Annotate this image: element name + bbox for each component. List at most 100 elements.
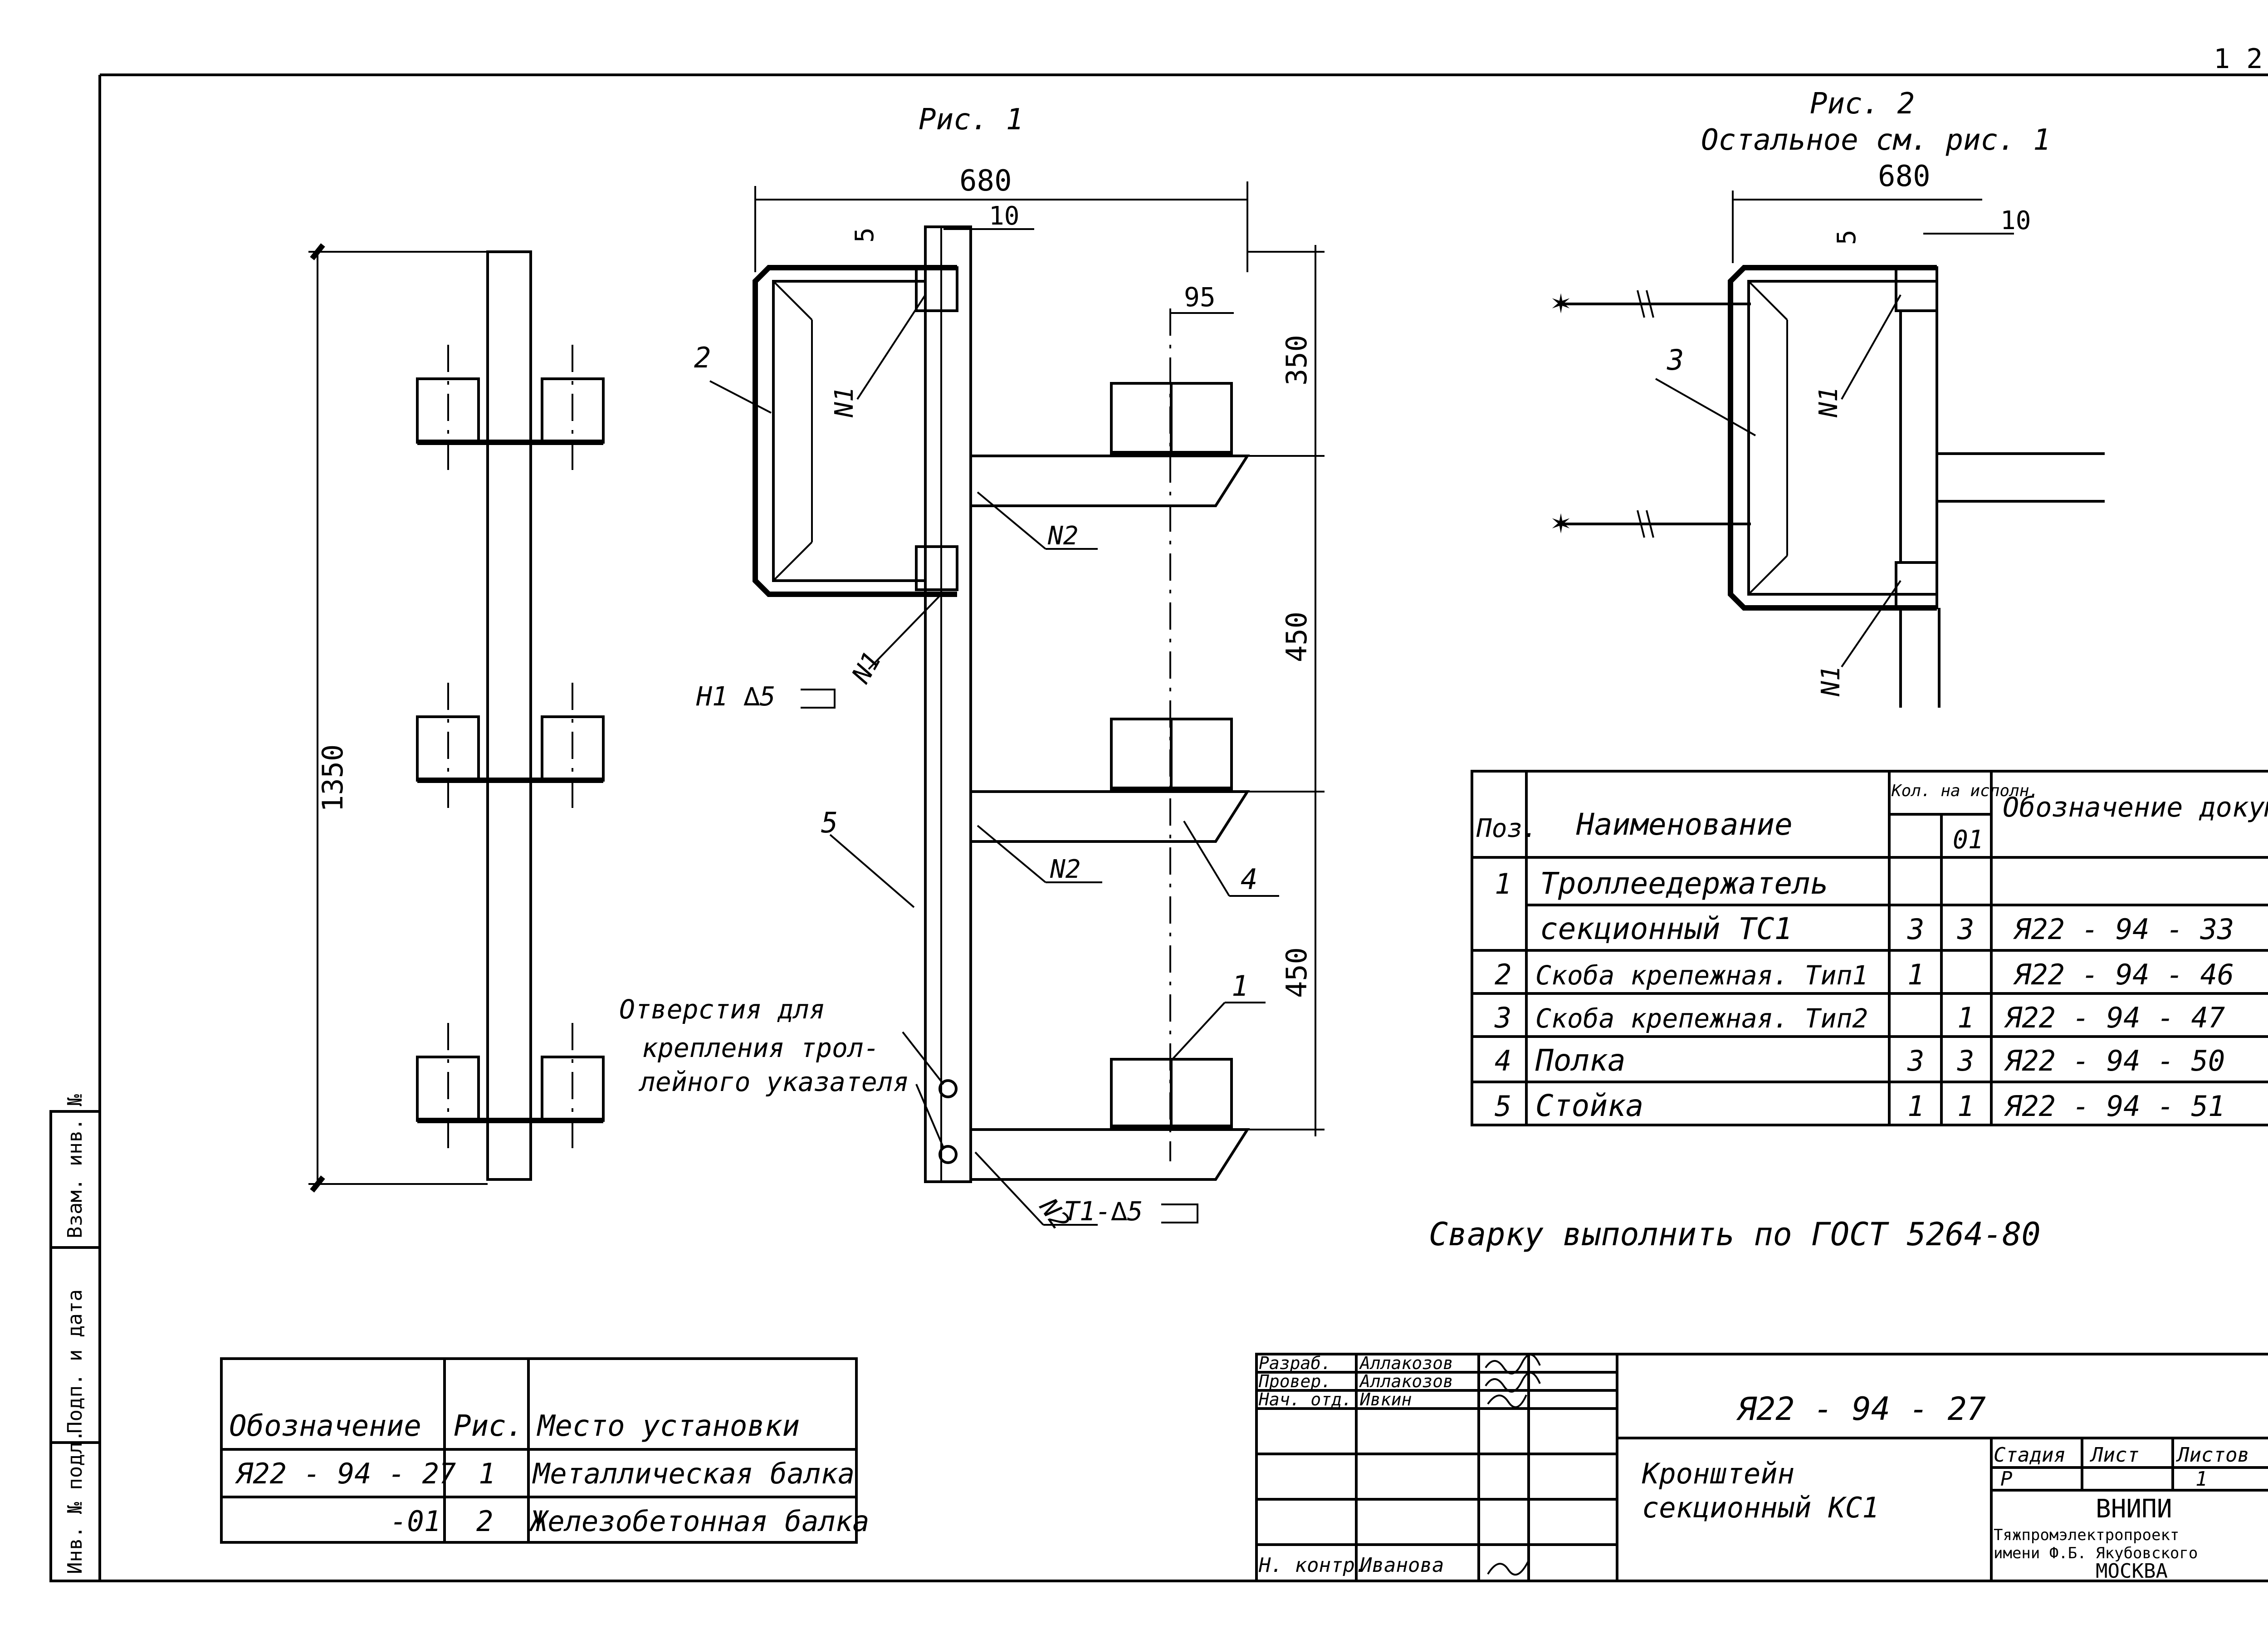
fig1-weld-n2a: N2 — [1047, 521, 1078, 551]
title-block: Разраб. Аллакозов Провер. Аллакозов Нач.… — [1255, 1353, 2268, 1583]
spec-row: 5 Стойка 1 1 Я22 - 94 - 51 — [1495, 1088, 2225, 1123]
fig2-dim-680: 680 — [1878, 160, 1931, 193]
stage-label: Стадия — [1994, 1443, 2066, 1467]
variants-row: -01 2 Железобетонная балка — [390, 1505, 870, 1538]
fig1-holes-note-3: лейного указателя — [638, 1067, 909, 1097]
fig1-dim-450a: 450 — [1280, 612, 1313, 662]
sheet-label: Лист — [2089, 1443, 2139, 1467]
fig1-dim-5: 5 — [850, 227, 880, 243]
fig2-view: Рис. 2 Остальное см. рис. 1 680 10 5 ✶ ✶… — [1551, 87, 2105, 708]
svg-text:Стойка: Стойка — [1535, 1088, 1643, 1123]
side-view: 1350 — [308, 243, 605, 1193]
fig1-title: Рис. 1 — [919, 103, 1023, 137]
item-name-line2: секционный КС1 — [1642, 1491, 1879, 1524]
spec-header-doc: Обозначение документа — [2003, 792, 2268, 823]
svg-text:5: 5 — [1495, 1090, 1511, 1123]
item-name-line1: Кронштейн — [1642, 1457, 1794, 1490]
org-line3: имени Ф.Б. Якубовского — [1994, 1544, 2198, 1562]
left-stamp: Взам. инв. № Подп. и дата Инв. № подл. — [49, 1094, 101, 1582]
weld-note: Сварку выполнить по ГОСТ 5264-80 — [1429, 1216, 2041, 1253]
side-holder-top — [416, 345, 605, 472]
fig2-title: Рис. 2 — [1810, 87, 1915, 121]
role-norm-control: Н. контр. — [1258, 1554, 1367, 1577]
fig1-weld-t1: T1-∆5 — [1064, 1196, 1143, 1227]
svg-text:2: 2 — [476, 1505, 493, 1538]
fig2-weld-n1a: N1 — [1814, 387, 1843, 418]
svg-text:Троллеедержатель: Троллеедержатель — [1540, 866, 1828, 901]
svg-text:1: 1 — [1907, 1090, 1924, 1123]
svg-text:Металлическая балка: Металлическая балка — [532, 1457, 855, 1490]
fig1-pos-2: 2 — [694, 341, 711, 374]
svg-text:Я22 - 94 - 27: Я22 - 94 - 27 — [235, 1457, 456, 1490]
svg-text:2: 2 — [1495, 958, 1511, 991]
sheets-label: Листов — [2175, 1443, 2249, 1467]
svg-text:1: 1 — [479, 1457, 495, 1490]
spec-row: 3 Скоба крепежная. Тип2 1 Я22 - 94 - 47 — [1494, 1001, 2225, 1034]
svg-text:Я22 - 94 - 46: Я22 - 94 - 46 — [2013, 958, 2234, 991]
fig1-dim-95: 95 — [1184, 282, 1216, 313]
svg-text:1: 1 — [1495, 867, 1511, 900]
fig2-subtitle: Остальное см. рис. 1 — [1701, 123, 2051, 157]
svg-text:1: 1 — [1957, 1090, 1974, 1123]
dim-1350: 1350 — [316, 744, 349, 812]
signature — [1485, 1372, 1541, 1393]
role-head: Нач. отд. — [1258, 1389, 1352, 1409]
sheets-value: 1 — [2195, 1468, 2208, 1491]
fig1-weld-n2b: N2 — [1050, 855, 1080, 884]
svg-text:Я22 - 94 - 33: Я22 - 94 - 33 — [2013, 913, 2234, 946]
spec-header-name: Наименование — [1576, 807, 1793, 842]
svg-text:Полка: Полка — [1535, 1043, 1626, 1078]
svg-text:Я22 - 94 - 51: Я22 - 94 - 51 — [2004, 1090, 2225, 1123]
fig1-view: Рис. 1 680 10 5 — [619, 103, 1325, 1235]
doc-code: Я22 - 94 - 27 — [1736, 1390, 1986, 1428]
svg-text:Скоба крепежная. Тип1: Скоба крепежная. Тип1 — [1535, 960, 1868, 991]
fig2-pos-3: 3 — [1667, 343, 1684, 377]
stud-mark-icon: ✶ — [1551, 504, 1570, 541]
svg-text:4: 4 — [1495, 1044, 1511, 1077]
fig1-weld-n1a: N1 — [830, 387, 859, 418]
svg-text:3: 3 — [1957, 1044, 1974, 1077]
signature — [1485, 1354, 1541, 1375]
name-norm-control: Иванова — [1359, 1554, 1444, 1577]
side-holder-mid — [416, 683, 605, 810]
variants-header-place: Место установки — [537, 1409, 800, 1443]
spec-row: 4 Полка 3 3 Я22 - 94 - 50 — [1495, 1043, 2225, 1078]
org-line4: МОСКВА — [2096, 1560, 2168, 1583]
variants-table: Обозначение Рис. Место установки Я22 - 9… — [220, 1357, 870, 1544]
svg-text:3: 3 — [1494, 1001, 1511, 1034]
spec-row: 1 Троллеедержатель — [1495, 866, 1828, 901]
fig1-pos-5: 5 — [821, 806, 838, 839]
org-line2: Тяжпромэлектропроект — [1994, 1526, 2179, 1544]
fig2-weld-n1b: N1 — [1816, 666, 1846, 697]
fig1-dim-350: 350 — [1280, 335, 1313, 386]
svg-text:-01: -01 — [390, 1505, 441, 1538]
name-checker: Аллакозов — [1359, 1371, 1453, 1391]
svg-text:3: 3 — [1957, 913, 1974, 946]
fig1-weld-h1: H1 ∆5 — [696, 681, 776, 712]
fig1-weld-n1b: N1 — [846, 647, 887, 689]
svg-text:Железобетонная балка: Железобетонная балка — [529, 1505, 870, 1538]
spec-header-qty: Кол. на исполн. — [1891, 782, 2039, 800]
svg-text:Скоба крепежная. Тип2: Скоба крепежная. Тип2 — [1535, 1003, 1868, 1034]
stamp-sign-date: Подп. и дата — [64, 1289, 87, 1433]
fig2-dim-5: 5 — [1832, 230, 1862, 245]
svg-text:3: 3 — [1907, 1044, 1924, 1077]
signature — [1487, 1560, 1530, 1576]
fig1-dim-680: 680 — [959, 164, 1012, 198]
fig1-dim-450b: 450 — [1280, 947, 1313, 998]
signature — [1487, 1394, 1527, 1408]
svg-text:секционный ТС1: секционный ТС1 — [1540, 911, 1792, 946]
variants-row: Я22 - 94 - 27 1 Металлическая балка — [235, 1457, 855, 1490]
variants-header-fig: Рис. — [454, 1409, 523, 1443]
fig2-dim-10: 10 — [2000, 206, 2031, 235]
svg-text:1: 1 — [1957, 1001, 1974, 1034]
name-head: Ивкин — [1359, 1389, 1412, 1409]
stud-mark-icon: ✶ — [1551, 284, 1570, 321]
spec-row: секционный ТС1 3 3 Я22 - 94 - 33 — [1540, 911, 2234, 946]
fig1-pos-4: 4 — [1241, 863, 1257, 896]
svg-text:Я22 - 94 - 47: Я22 - 94 - 47 — [2004, 1001, 2225, 1034]
svg-text:3: 3 — [1907, 913, 1924, 946]
svg-text:Я22 - 94 - 50: Я22 - 94 - 50 — [2004, 1044, 2225, 1077]
fig1-dim-10: 10 — [989, 201, 1019, 231]
